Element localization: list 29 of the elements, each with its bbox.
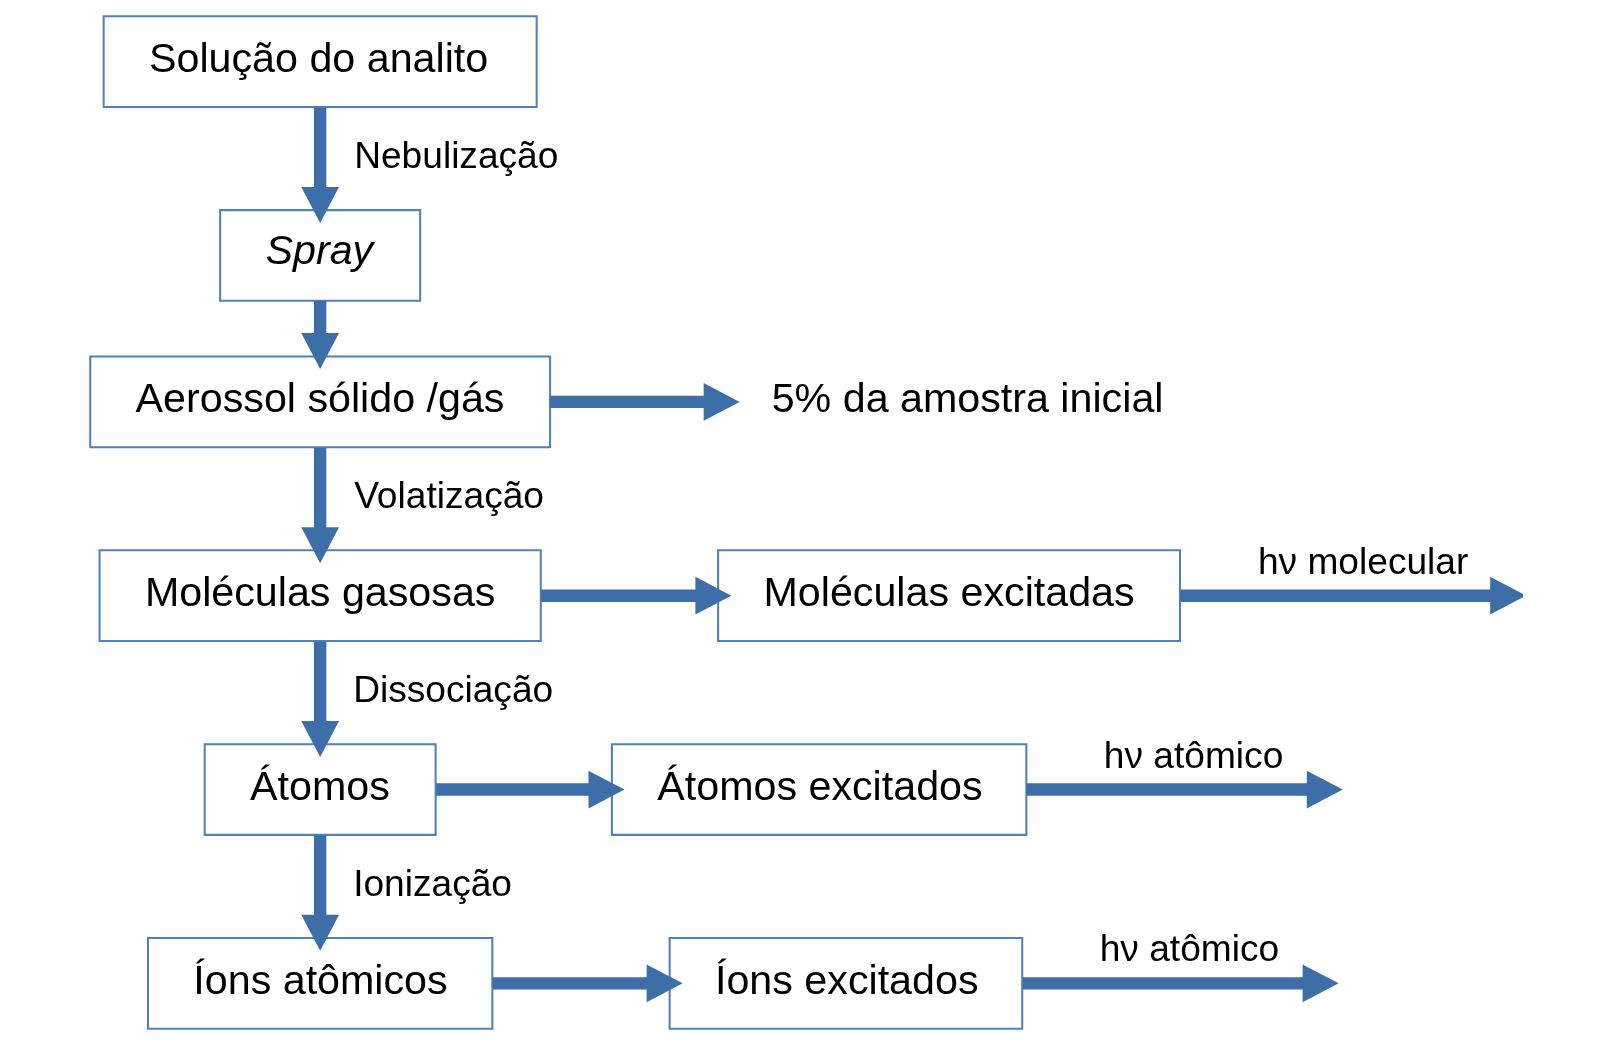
node-box: Átomos <box>203 743 437 836</box>
node-box: Átomos excitados <box>610 743 1027 836</box>
arrow <box>435 770 624 809</box>
edge-label: hν molecular <box>1257 539 1468 582</box>
arrow <box>549 383 740 421</box>
arrow <box>300 107 339 223</box>
node-box: Aerossol sólido /gás <box>88 355 551 449</box>
arrow <box>540 576 731 615</box>
arrow <box>1025 770 1343 809</box>
node-box: Spray <box>218 209 421 302</box>
node-box: Moléculas excitadas <box>716 549 1181 643</box>
node-box: Íons atômicos <box>146 936 493 1030</box>
node-box: Solução do analito <box>102 15 538 109</box>
arrow <box>1179 576 1523 615</box>
arrow <box>300 301 339 369</box>
edge-label: Nebulização <box>353 133 558 176</box>
edge-label: hν atômico <box>1099 927 1279 970</box>
node-text: 5% da amostra inicial <box>771 375 1163 422</box>
edge-label: hν atômico <box>1103 733 1283 776</box>
edge-label: Volatização <box>353 473 544 516</box>
arrow <box>300 835 339 951</box>
node-box: Íons excitados <box>668 936 1023 1030</box>
edge-label: Dissociação <box>352 667 553 710</box>
arrow <box>300 447 339 564</box>
node-box: Moléculas gasosas <box>98 549 542 643</box>
arrow <box>1022 964 1339 1003</box>
edge-label: Ionização <box>352 861 512 904</box>
arrow <box>300 641 339 757</box>
arrow <box>492 964 683 1003</box>
